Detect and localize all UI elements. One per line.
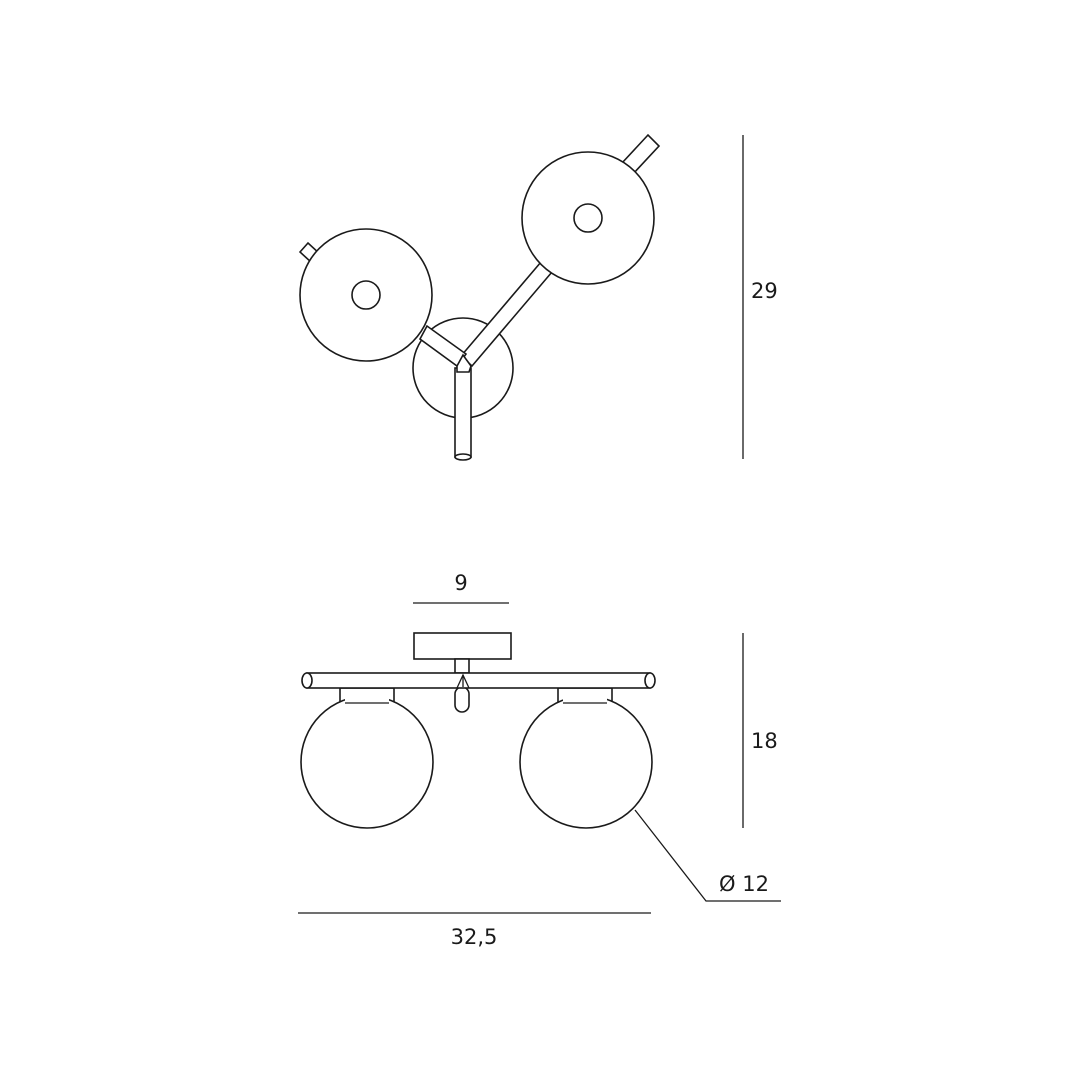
side-view (300, 632, 656, 829)
top-view-left-globe-socket (351, 280, 381, 310)
side-view-right-globe (519, 695, 653, 829)
side-view-arm-left-end (301, 672, 313, 689)
top-view-hub (456, 353, 472, 373)
globe-diameter-leader (634, 809, 781, 902)
total-width-label: 32,5 (451, 925, 498, 949)
top-view (298, 133, 661, 461)
side-view-down-stem (454, 686, 470, 713)
mount-width-label: 9 (454, 571, 467, 595)
globe-diameter-label: Ø 12 (719, 872, 769, 896)
top-view-stem-end (454, 453, 472, 461)
top-view-stem (454, 367, 472, 458)
side-view-horizontal-arm (306, 672, 651, 689)
side-view-right-cup-fill (563, 690, 607, 703)
top-view-right-globe-socket (573, 203, 603, 233)
side-view-left-globe (300, 695, 434, 829)
side-height-label: 18 (751, 729, 778, 753)
side-view-left-cup-fill (345, 690, 389, 703)
side-view-connector (454, 658, 470, 674)
side-view-mount-plate (413, 632, 512, 660)
side-view-arm-right-end (644, 672, 656, 689)
top-height-label: 29 (751, 279, 778, 303)
